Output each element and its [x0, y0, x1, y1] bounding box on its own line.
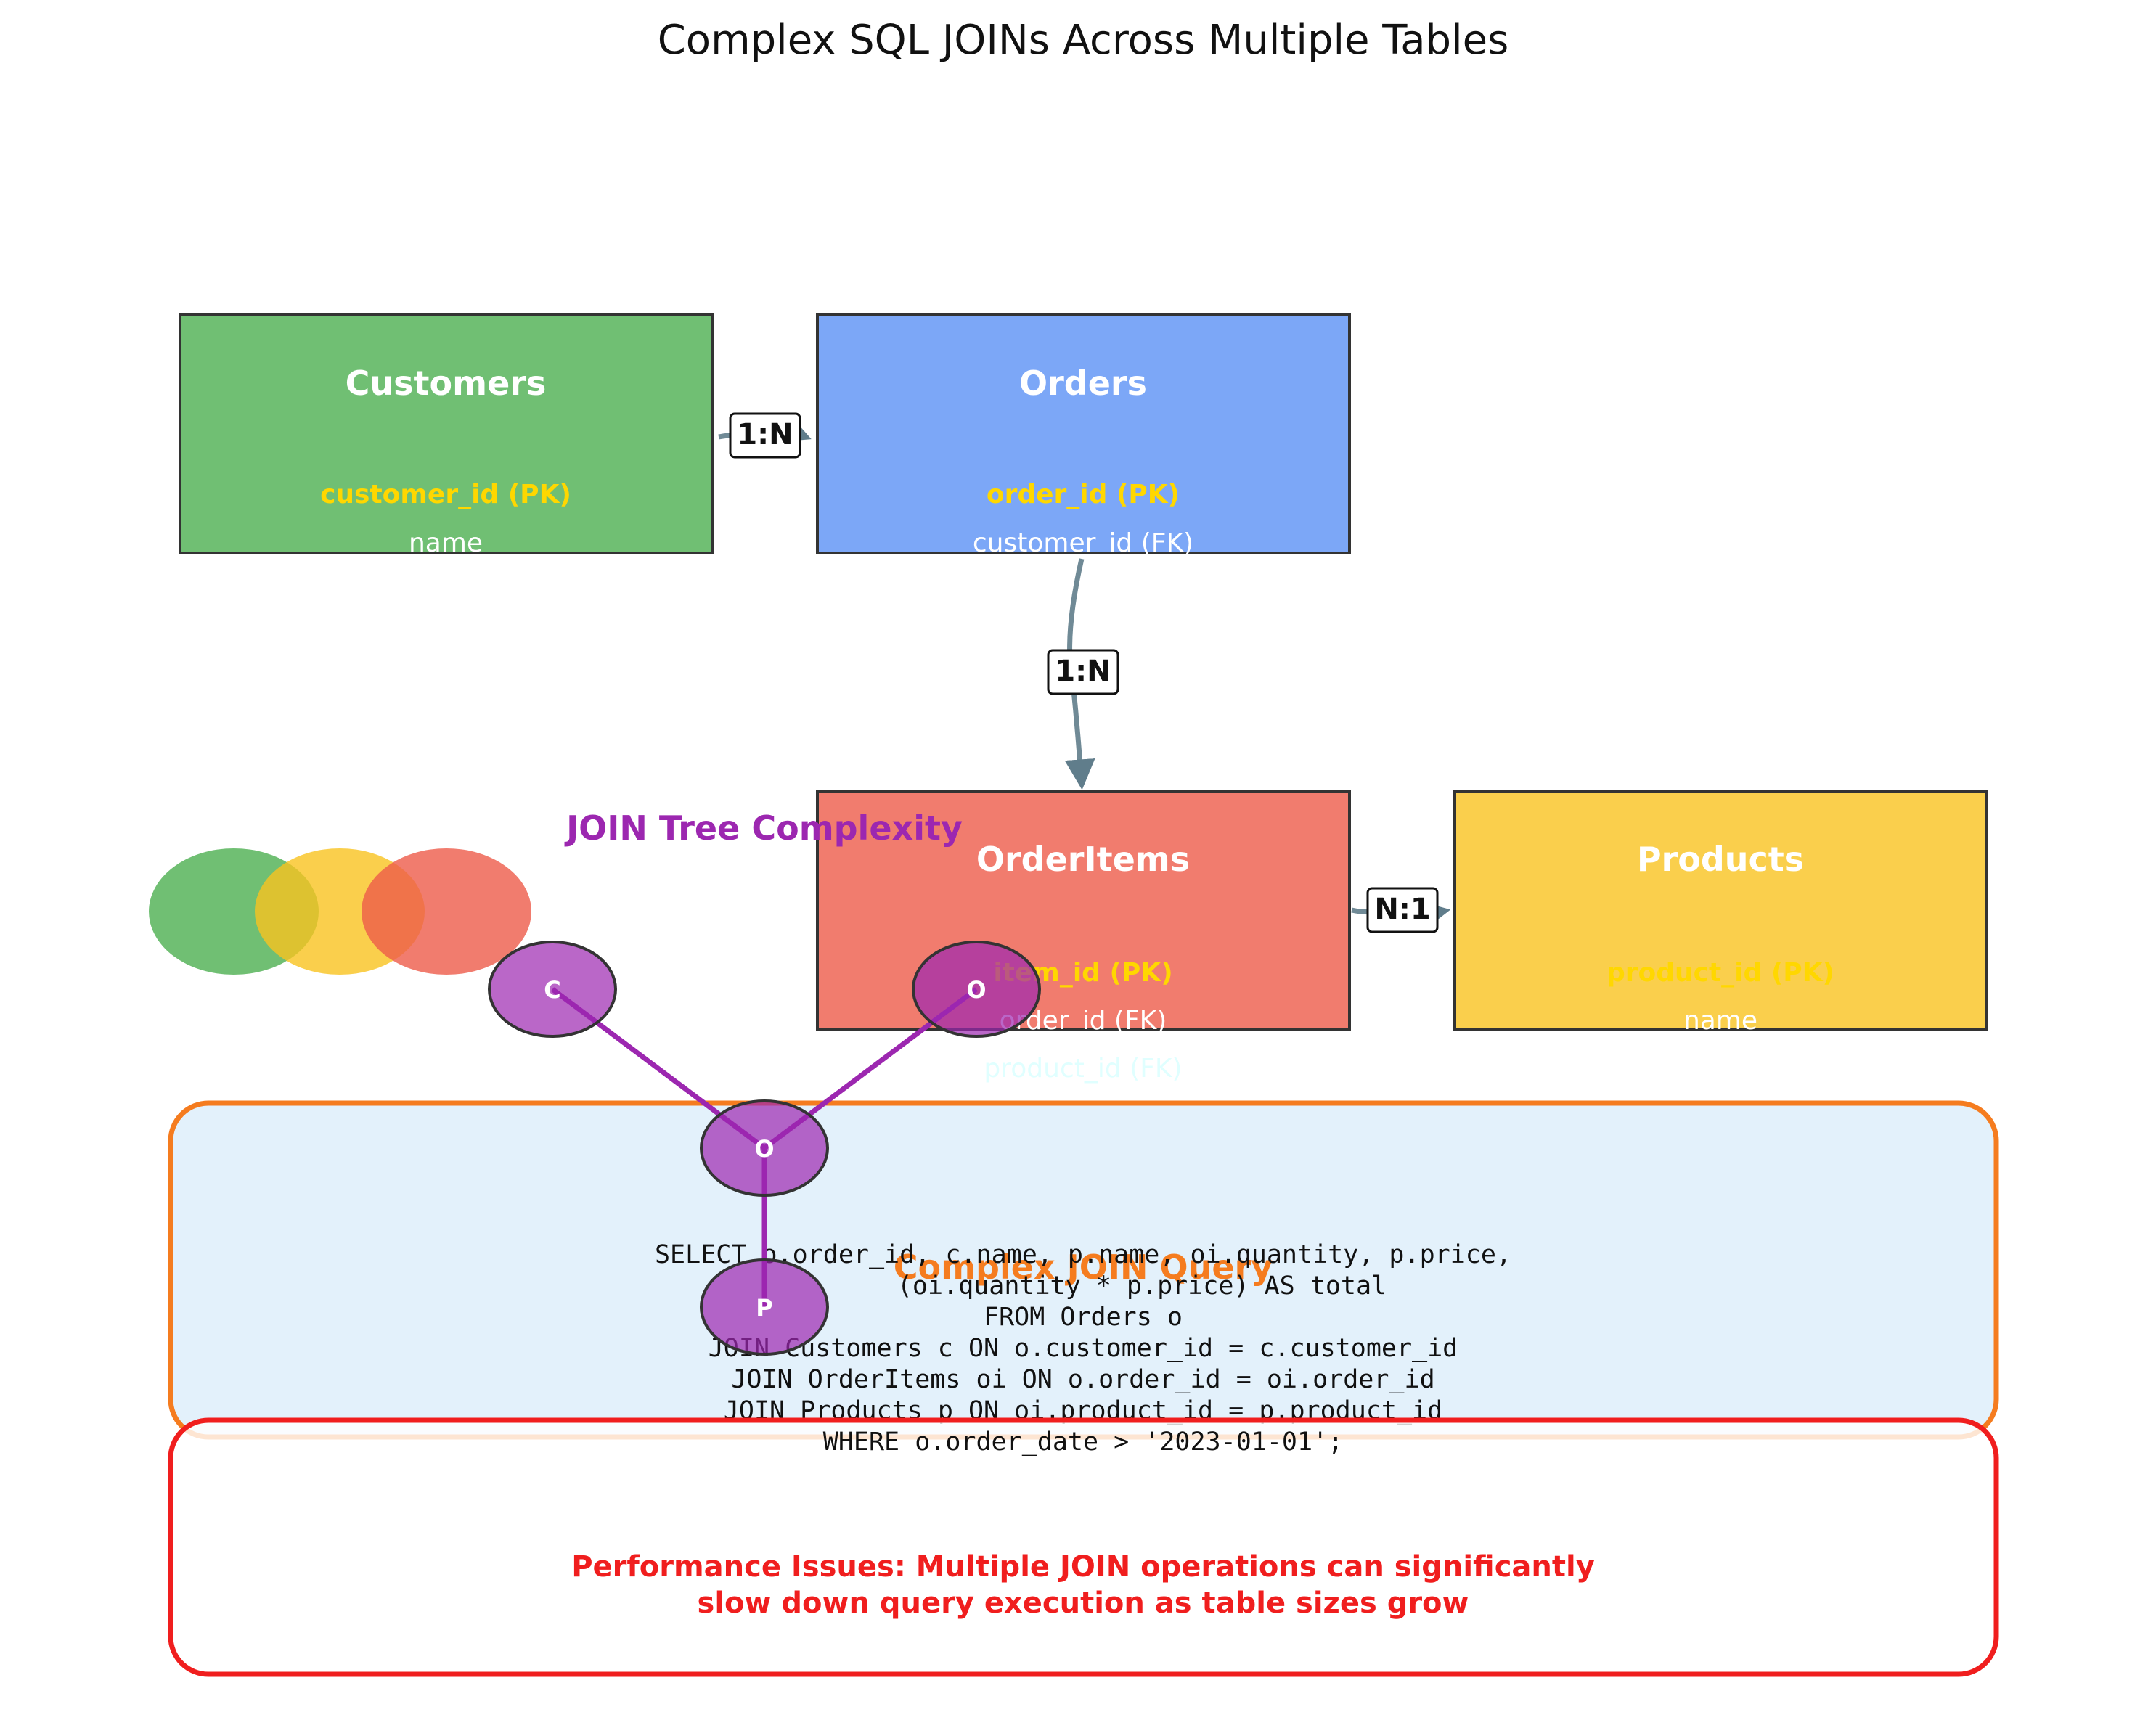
join-tree-node-o-center-label: O: [754, 1135, 774, 1163]
relationship-label-customers-orders: 1:N: [729, 412, 801, 459]
join-tree: JOIN Tree Complexity C O O P: [488, 808, 1041, 1356]
query-title: Complex JOIN Query: [894, 1248, 1273, 1287]
table-customers-field-name: name: [409, 528, 483, 558]
table-products-name: Products: [1637, 840, 1804, 879]
table-orders[interactable]: Orders order_id (PK) customer_id (FK): [816, 313, 1351, 558]
table-orderitems-name: OrderItems: [976, 840, 1190, 879]
query-panel: Complex JOIN Query SELECT o.order_id, c.…: [168, 1100, 1999, 1440]
table-products-pk: product_id (PK): [1606, 958, 1834, 988]
join-tree-node-o-right: O: [912, 941, 1041, 1038]
join-tree-node-o-center: O: [700, 1099, 829, 1197]
query-line-5: JOIN OrderItems oi ON o.order_id = oi.or…: [731, 1365, 1434, 1394]
join-tree-node-c: C: [488, 941, 617, 1038]
table-products-box: [1453, 790, 1988, 1031]
table-orderitems-box: [816, 790, 1351, 1031]
table-customers-name: Customers: [346, 364, 547, 403]
query-line-4: JOIN Customers c ON o.customer_id = c.cu…: [709, 1334, 1458, 1363]
relationship-label-orders-orderitems: 1:N: [1047, 649, 1119, 695]
join-tree-node-o-right-label: O: [966, 976, 986, 1004]
warning-box: [168, 1417, 1999, 1677]
table-customers-box: [179, 313, 714, 554]
warning-panel: WHERE o.order_date > '2023-01-01'; Perfo…: [168, 1417, 1999, 1677]
join-tree-title: JOIN Tree Complexity: [564, 808, 963, 848]
table-orders-field-customer-id: customer_id (FK): [973, 528, 1193, 558]
join-tree-node-p-label: P: [756, 1294, 772, 1322]
query-line-2: (oi.quantity * p.price) AS total: [897, 1271, 1387, 1301]
join-venn: [149, 848, 531, 975]
table-orders-box: [816, 313, 1351, 554]
query-line-1: SELECT o.order_id, c.name, p.name, oi.qu…: [655, 1240, 1511, 1269]
table-orderitems-field-product-id: product_id (FK): [984, 1054, 1182, 1084]
join-tree-node-p: P: [700, 1258, 829, 1356]
table-products[interactable]: Products product_id (PK) name category: [1453, 790, 1988, 1131]
table-orders-pk: order_id (PK): [987, 480, 1180, 509]
table-products-field-name: name: [1683, 1006, 1757, 1036]
relationship-label-orders-orderitems-text: 1:N: [1055, 655, 1111, 688]
query-line-3: FROM Orders o: [984, 1303, 1183, 1332]
table-customers[interactable]: Customers customer_id (PK) name: [179, 313, 714, 558]
relationship-label-customers-orders-text: 1:N: [737, 418, 793, 451]
query-line-7: WHERE o.order_date > '2023-01-01';: [823, 1428, 1343, 1457]
table-orders-name: Orders: [1019, 364, 1147, 403]
diagram-title: Complex SQL JOINs Across Multiple Tables: [658, 17, 1509, 64]
venn-circle-orderitems-red: [362, 848, 531, 975]
relationship-label-orderitems-products-text: N:1: [1374, 893, 1430, 926]
warning-line-2: slow down query execution as table sizes…: [698, 1586, 1469, 1620]
table-customers-pk: customer_id (PK): [320, 480, 571, 509]
relationship-label-orderitems-products: N:1: [1366, 887, 1439, 933]
warning-line-1: Performance Issues: Multiple JOIN operat…: [571, 1550, 1595, 1584]
join-tree-node-c-label: C: [544, 976, 560, 1004]
